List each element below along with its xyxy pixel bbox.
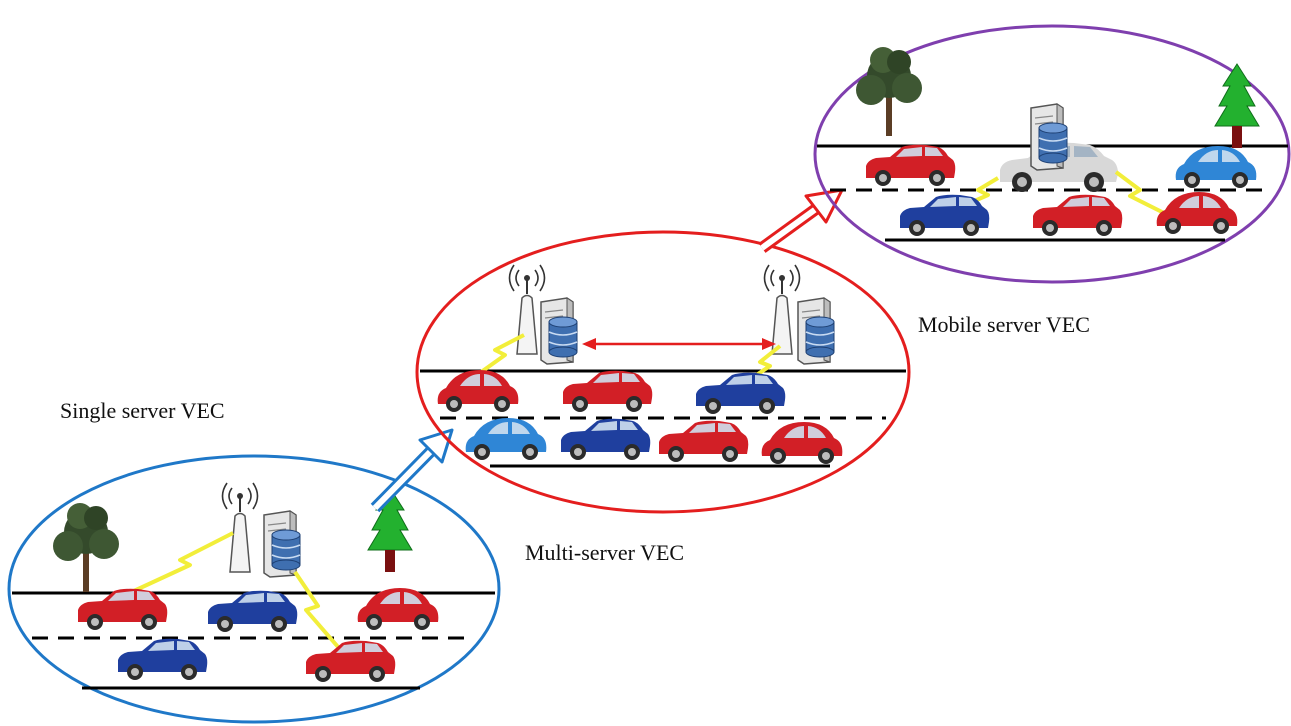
- car-icon: [563, 370, 653, 412]
- mobile-server-vec-region: [813, 24, 1291, 284]
- car-icon: [561, 418, 651, 460]
- tree-icon: [53, 503, 119, 592]
- mobile-server-label: Mobile server VEC: [918, 312, 1090, 337]
- single-server-ring: [7, 454, 501, 724]
- antenna-tower-icon: [763, 264, 801, 355]
- arrow-icon: [758, 188, 844, 253]
- lightning-link-icon: [468, 333, 525, 382]
- pine-tree-icon: [1214, 63, 1260, 149]
- car-icon: [696, 372, 786, 414]
- car-icon: [437, 370, 519, 412]
- single-server-label: Single server VEC: [60, 398, 225, 423]
- car-icon: [761, 422, 843, 464]
- car-icon: [900, 194, 990, 236]
- car-icon: [208, 590, 298, 632]
- car-icon: [465, 418, 547, 460]
- single-server-vec-region: [7, 454, 501, 724]
- lightning-link-icon: [109, 531, 234, 604]
- car-icon: [1175, 146, 1257, 188]
- multi-server-vec-region: [415, 230, 911, 514]
- car-icon: [306, 640, 396, 682]
- car-icon: [659, 420, 749, 462]
- multi-server-ring: [415, 230, 911, 514]
- car-icon: [1156, 192, 1238, 234]
- server-database-icon: [797, 297, 835, 365]
- server-database-icon: [540, 297, 578, 365]
- car-icon: [118, 638, 208, 680]
- mobile-server-ring: [813, 24, 1291, 284]
- arrow-icon: [370, 428, 454, 513]
- car-icon: [1033, 194, 1123, 236]
- car-icon: [866, 144, 956, 186]
- lightning-link-icon: [293, 570, 347, 657]
- tree-icon: [856, 47, 922, 136]
- server-link-arrow-icon: [582, 338, 776, 350]
- car-icon: [78, 588, 168, 630]
- lightning-link-icon: [1114, 170, 1171, 218]
- server-database-icon: [263, 510, 301, 578]
- multi-server-label: Multi-server VEC: [525, 540, 685, 565]
- antenna-tower-icon: [221, 482, 259, 573]
- server-database-icon: [1030, 103, 1068, 171]
